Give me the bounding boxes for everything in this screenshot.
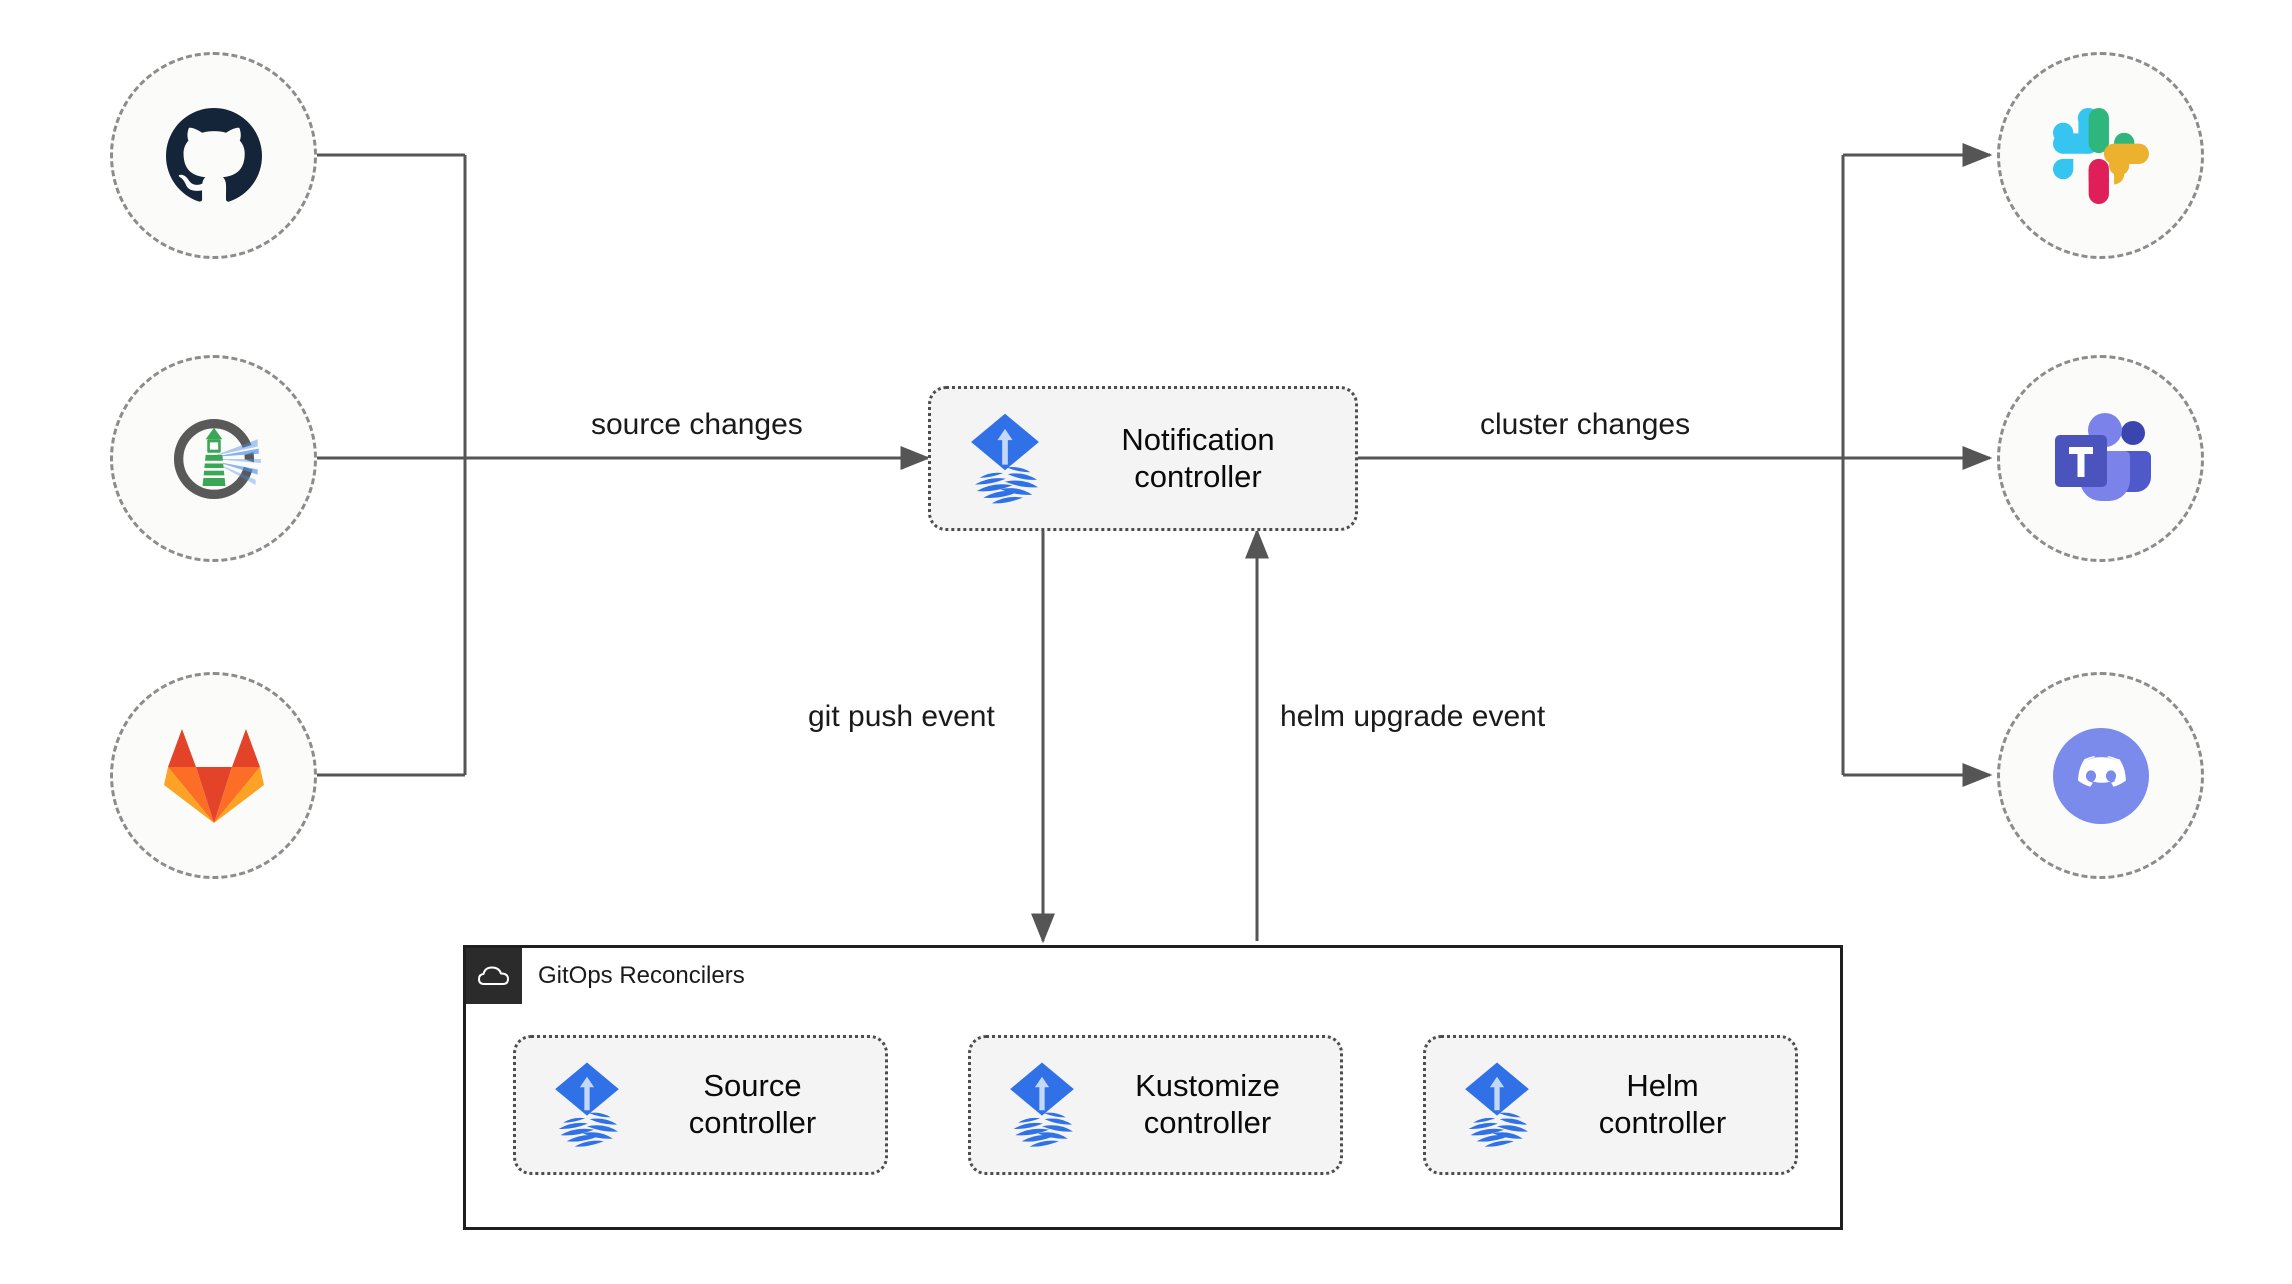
source-node-gitlab[interactable] <box>110 672 317 879</box>
helm-controller-box[interactable]: Helm controller <box>1423 1035 1798 1175</box>
kustomize-controller-label: Kustomize controller <box>1135 1068 1280 1140</box>
github-icon <box>165 107 262 204</box>
flux-logo-icon <box>997 1059 1087 1151</box>
notification-controller-label: Notification controller <box>1121 421 1275 494</box>
edge-label-git-push-event: git push event <box>800 700 1003 734</box>
flux-lighthouse-icon <box>162 407 266 511</box>
gitops-header: GitOps Reconcilers <box>466 948 745 1004</box>
edge-sources-to-notification <box>305 153 931 777</box>
destination-node-teams[interactable] <box>1997 355 2204 562</box>
source-controller-label: Source controller <box>688 1068 817 1140</box>
helm-controller-label: Helm controller <box>1598 1068 1727 1140</box>
destination-node-discord[interactable] <box>1997 672 2204 879</box>
edge-notification-to-destinations <box>1358 143 1993 787</box>
destination-node-slack[interactable] <box>1997 52 2204 259</box>
notification-controller-box[interactable]: Notification controller <box>928 386 1358 531</box>
source-controller-box[interactable]: Source controller <box>513 1035 888 1175</box>
teams-icon <box>2049 411 2153 507</box>
flux-logo-icon <box>957 410 1053 508</box>
cloud-icon <box>466 948 522 1004</box>
slack-icon <box>2052 107 2149 204</box>
edge-label-cluster-changes: cluster changes <box>1472 408 1699 442</box>
flux-logo-icon <box>542 1059 632 1151</box>
gitops-title: GitOps Reconcilers <box>538 962 745 989</box>
kustomize-controller-box[interactable]: Kustomize controller <box>968 1035 1343 1175</box>
source-node-flux[interactable] <box>110 355 317 562</box>
discord-icon <box>2049 724 2153 828</box>
edge-label-helm-upgrade-event: helm upgrade event <box>1272 700 1554 734</box>
gitlab-icon <box>163 728 264 823</box>
edge-label-source-changes: source changes <box>583 408 811 442</box>
source-node-github[interactable] <box>110 52 317 259</box>
flux-logo-icon <box>1452 1059 1542 1151</box>
